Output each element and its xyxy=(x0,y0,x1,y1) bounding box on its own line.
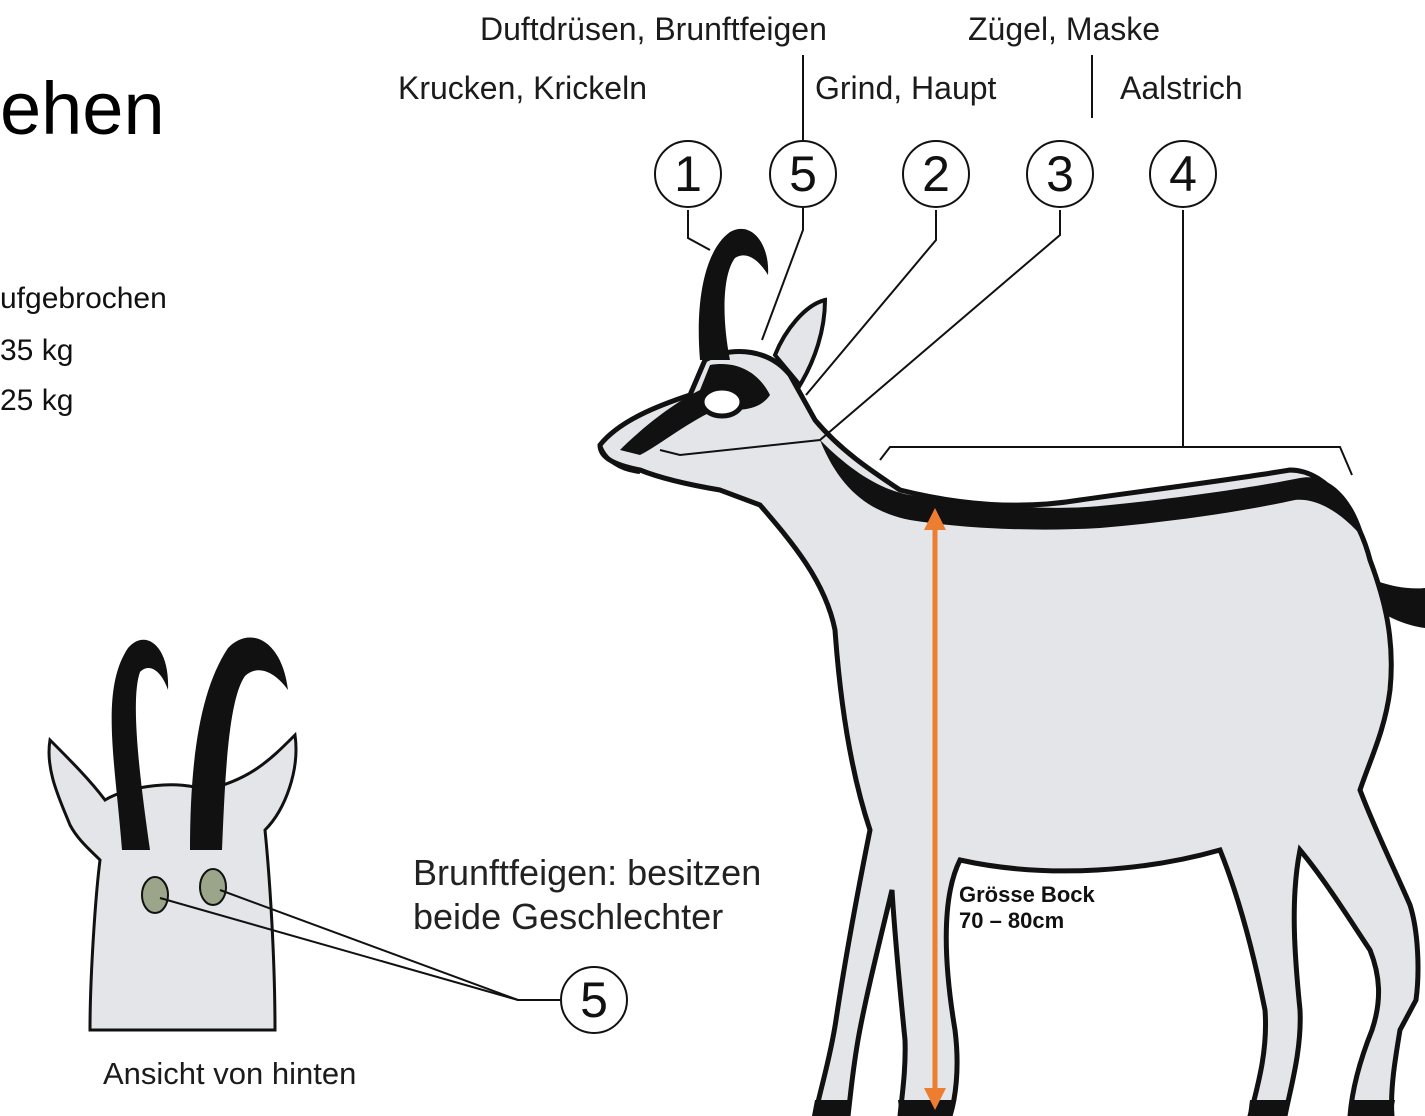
label-grind: Grind, Haupt xyxy=(815,72,996,104)
label-duftdruesen: Duftdrüsen, Brunftfeigen xyxy=(480,13,827,45)
chamois-body xyxy=(600,352,1418,1116)
brunftfeigen-note-line2: beide Geschlechter xyxy=(413,895,761,939)
marker-1: 1 xyxy=(654,140,722,208)
size-note-line1: Grösse Bock xyxy=(959,882,1095,908)
marker-2: 2 xyxy=(902,140,970,208)
brunftfeigen-note-line1: Brunftfeigen: besitzen xyxy=(413,851,761,895)
marker-3: 3 xyxy=(1026,140,1094,208)
brunftfeigen-note: Brunftfeigen: besitzen beide Geschlechte… xyxy=(413,851,761,939)
gland-right xyxy=(200,869,226,905)
chamois-rear-view xyxy=(49,637,560,1030)
eye xyxy=(702,388,742,416)
label-aalstrich: Aalstrich xyxy=(1120,72,1243,104)
gland-left xyxy=(142,877,168,913)
chamois-side-view xyxy=(600,229,1425,1116)
label-krucken: Krucken, Krickeln xyxy=(398,72,647,104)
marker-5-rear: 5 xyxy=(560,966,628,1034)
hoof-hind-1 xyxy=(1248,1100,1290,1116)
hoof-front-1 xyxy=(812,1100,850,1116)
rear-head xyxy=(49,735,296,1030)
hoof-hind-2 xyxy=(1348,1100,1395,1116)
rear-view-caption: Ansicht von hinten xyxy=(103,1056,356,1092)
marker-4: 4 xyxy=(1149,140,1217,208)
size-note: Grösse Bock 70 – 80cm xyxy=(959,882,1095,934)
hoof-front-2 xyxy=(898,1100,952,1116)
leader-1 xyxy=(688,210,710,250)
label-zuegel: Zügel, Maske xyxy=(968,13,1160,45)
size-note-line2: 70 – 80cm xyxy=(959,908,1095,934)
marker-5: 5 xyxy=(769,140,837,208)
